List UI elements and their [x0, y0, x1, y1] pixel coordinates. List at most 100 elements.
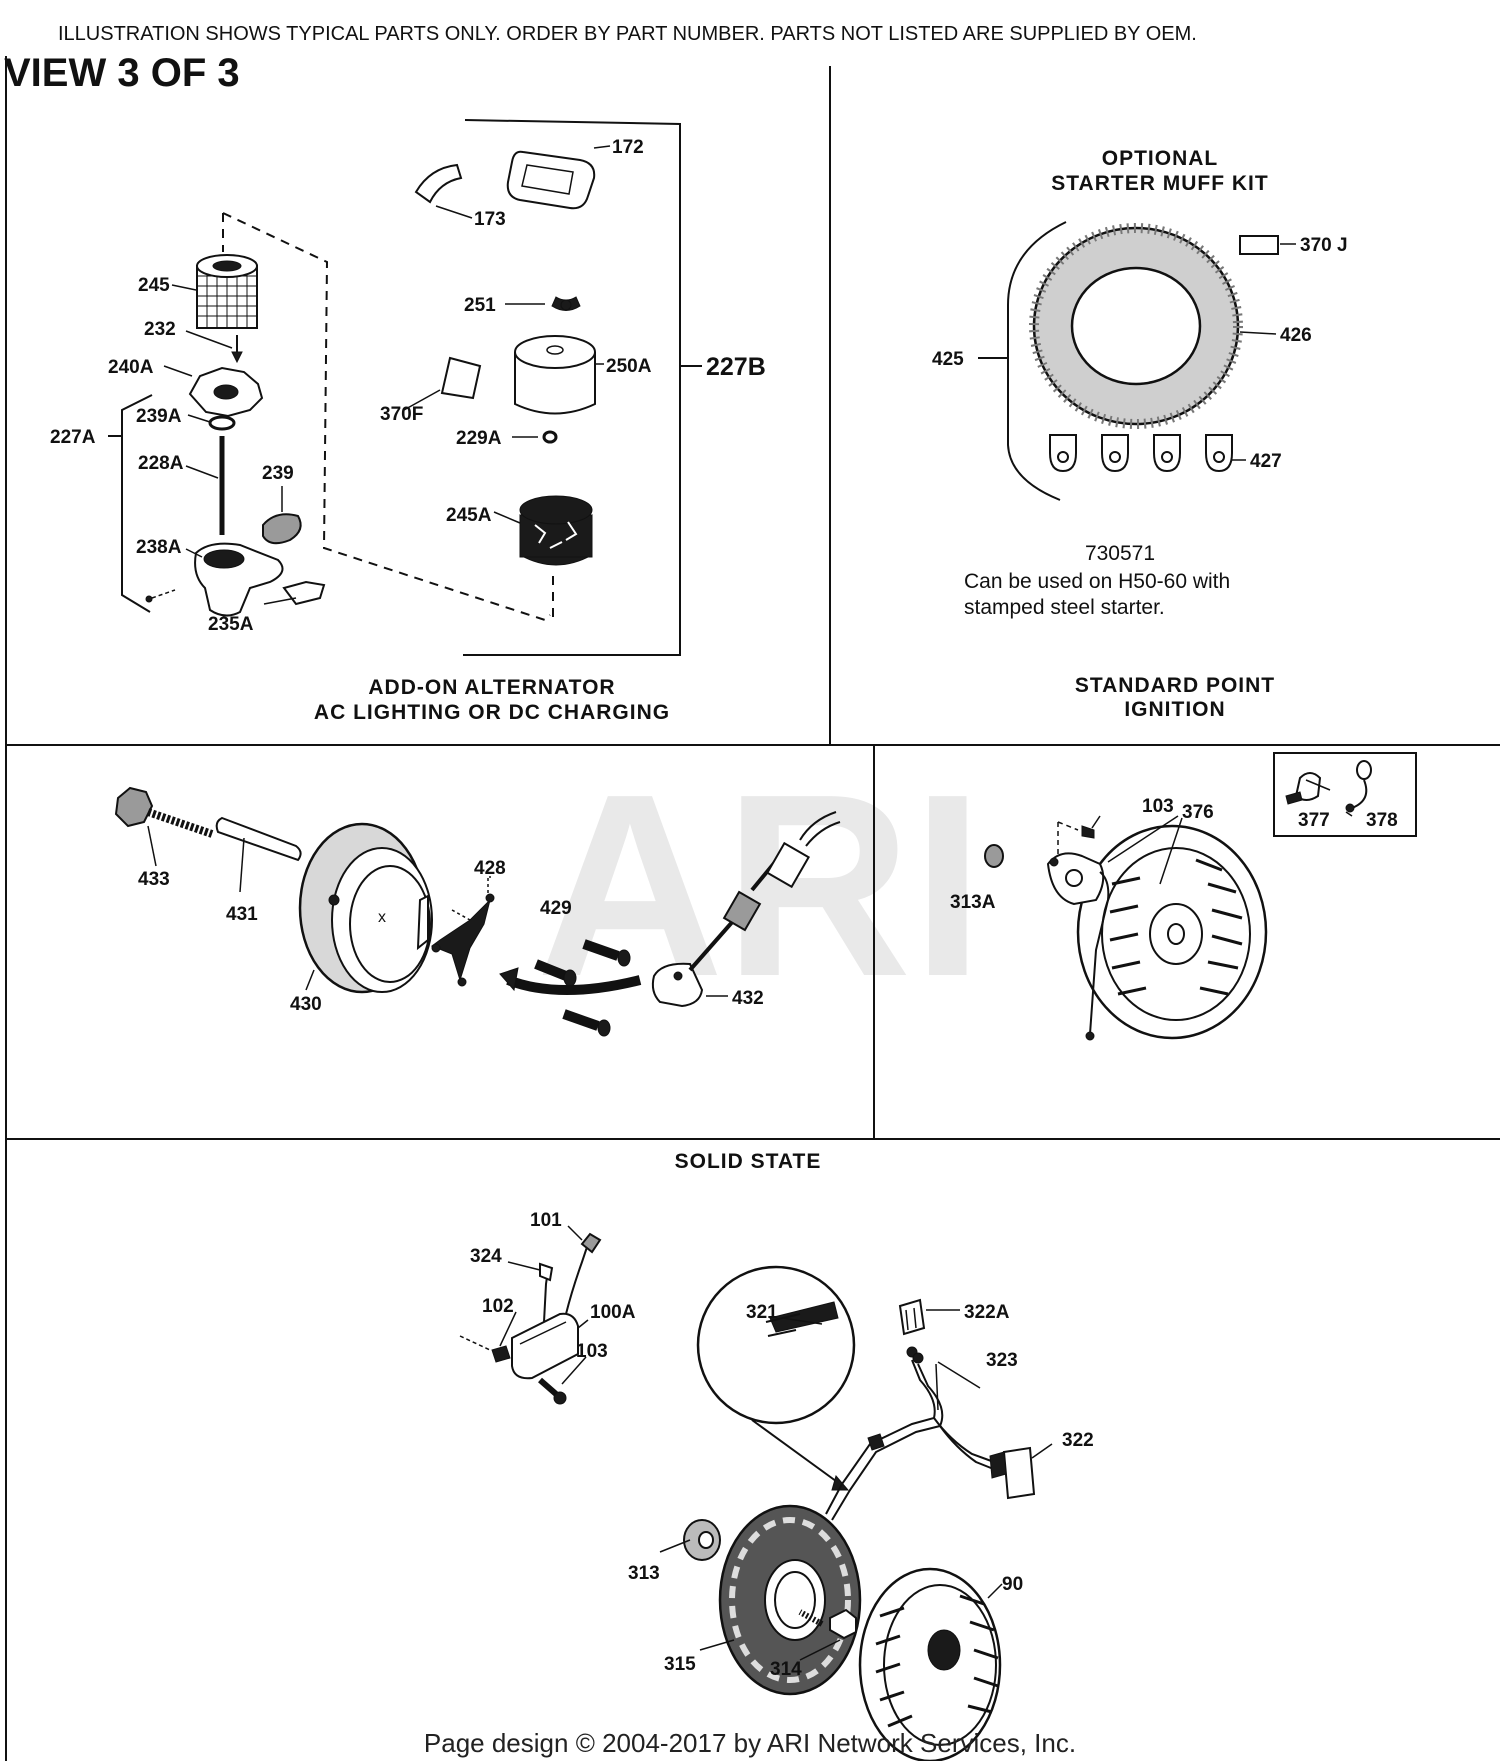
label-100A: 100A: [590, 1302, 636, 1323]
filter-element-245: [196, 254, 258, 329]
muff-ring-426: [1029, 223, 1243, 429]
label-425: 425: [932, 349, 964, 370]
washer-239A: [208, 415, 236, 431]
label-103: 103: [576, 1341, 608, 1362]
flywheel-90: [858, 1567, 1002, 1761]
decal-370F: [440, 356, 482, 400]
spacer-313: [683, 1519, 721, 1561]
label-376: 376: [1182, 802, 1214, 823]
label-102: 102: [482, 1296, 514, 1317]
label-240A: 240A: [108, 357, 154, 378]
caption-ignition: IGNITION: [1124, 698, 1225, 721]
label-227A: 227A: [50, 427, 96, 448]
label-239A: 239A: [136, 406, 182, 427]
ignition-points: [1046, 821, 1110, 1041]
panel-point-ignition: 103 376 313A 377 378: [950, 752, 1417, 1041]
muff-note-1: Can be used on H50-60 with: [964, 570, 1230, 593]
flywheel-cover-430: x: [298, 822, 433, 994]
label-377: 377: [1298, 810, 1330, 831]
panel-borders: [5, 56, 1500, 1761]
muff-title-optional: OPTIONAL: [1102, 147, 1219, 170]
caption-standard-point: STANDARD POINT: [1075, 674, 1275, 697]
label-433: 433: [138, 869, 170, 890]
panel-alternator-kit: 172 173 251 250A 227B 370F 229A 245A 245…: [50, 119, 766, 724]
muff-kit-number: 730571: [1085, 542, 1155, 565]
muff-note-2: stamped steel starter.: [964, 596, 1165, 619]
label-229A: 229A: [456, 428, 502, 449]
screws-429: [534, 939, 631, 1037]
label-245A: 245A: [446, 505, 492, 526]
flywheel: [1076, 824, 1268, 1040]
label-315: 315: [664, 1654, 696, 1675]
label-239: 239: [262, 463, 294, 484]
label-313: 313: [628, 1563, 660, 1584]
label-432: 432: [732, 988, 764, 1009]
label-314: 314: [770, 1659, 802, 1680]
bracket-428: [430, 878, 495, 987]
label-323: 323: [986, 1350, 1018, 1371]
knob-433: [114, 786, 214, 838]
module-100A: [459, 1232, 602, 1405]
base-238A: [194, 542, 326, 617]
detail-circle-321: [696, 1265, 856, 1491]
label-431: 431: [226, 904, 258, 925]
gasket-239: [262, 513, 302, 545]
solid-state-title: SOLID STATE: [675, 1150, 822, 1173]
label-90: 90: [1002, 1574, 1023, 1595]
tag-370J: [1239, 235, 1279, 255]
label-370J: 370 J: [1300, 235, 1348, 256]
label-322: 322: [1062, 1430, 1094, 1451]
label-370F: 370F: [380, 404, 423, 425]
label-378: 378: [1366, 810, 1398, 831]
rotation-arrow: [506, 975, 642, 995]
label-232: 232: [144, 319, 176, 340]
inset-box: [1273, 752, 1417, 837]
connector-432: [651, 811, 841, 1008]
label-250A: 250A: [606, 356, 652, 377]
svg-text:x: x: [378, 909, 386, 926]
panel-starter-muff: OPTIONAL STARTER MUFF KIT: [932, 147, 1348, 721]
label-245: 245: [138, 275, 170, 296]
label-324: 324: [470, 1246, 502, 1267]
part-377: [1285, 772, 1331, 805]
panel-solid-state: SOLID STATE: [459, 1150, 1094, 1761]
label-172: 172: [612, 137, 644, 158]
label-101: 101: [530, 1210, 562, 1231]
label-426: 426: [1280, 325, 1312, 346]
gasket-172: [506, 150, 596, 210]
oring-229A: [542, 430, 558, 444]
muff-title-kit: STARTER MUFF KIT: [1051, 172, 1268, 195]
label-321: 321: [746, 1302, 778, 1323]
wing-nut-251: [551, 296, 581, 311]
label-103-point: 103: [1142, 796, 1174, 817]
sleeve-431: [215, 816, 302, 862]
hose-173: [414, 163, 463, 204]
footer-copyright: Page design © 2004-2017 by ARI Network S…: [424, 1728, 1076, 1758]
label-313A: 313A: [950, 892, 996, 913]
label-427: 427: [1250, 451, 1282, 472]
connector-322: [989, 1446, 1036, 1500]
washer-313A: [984, 844, 1004, 868]
label-429: 429: [540, 898, 572, 919]
label-173: 173: [474, 209, 506, 230]
label-251: 251: [464, 295, 496, 316]
label-428: 428: [474, 858, 506, 879]
label-227B: 227B: [706, 353, 766, 381]
header-notice: ILLUSTRATION SHOWS TYPICAL PARTS ONLY. O…: [58, 23, 1197, 45]
bolt-314: [798, 1608, 857, 1640]
view-title: VIEW 3 OF 3: [4, 51, 240, 95]
label-238A: 238A: [136, 537, 182, 558]
filter-housing-250A: [514, 335, 596, 415]
spider-240A: [188, 366, 264, 418]
panel-alternator-assembly: x: [114, 786, 841, 1037]
filter-element-245A: [519, 495, 593, 566]
caption-ac-dc: AC LIGHTING OR DC CHARGING: [314, 701, 670, 724]
connector-322A: [898, 1298, 926, 1336]
harness-323: [825, 1346, 997, 1521]
label-235A: 235A: [208, 614, 254, 635]
caption-add-on-alternator: ADD-ON ALTERNATOR: [368, 676, 615, 699]
clips-427: [1049, 434, 1233, 473]
label-430: 430: [290, 994, 322, 1015]
label-228A: 228A: [138, 453, 184, 474]
